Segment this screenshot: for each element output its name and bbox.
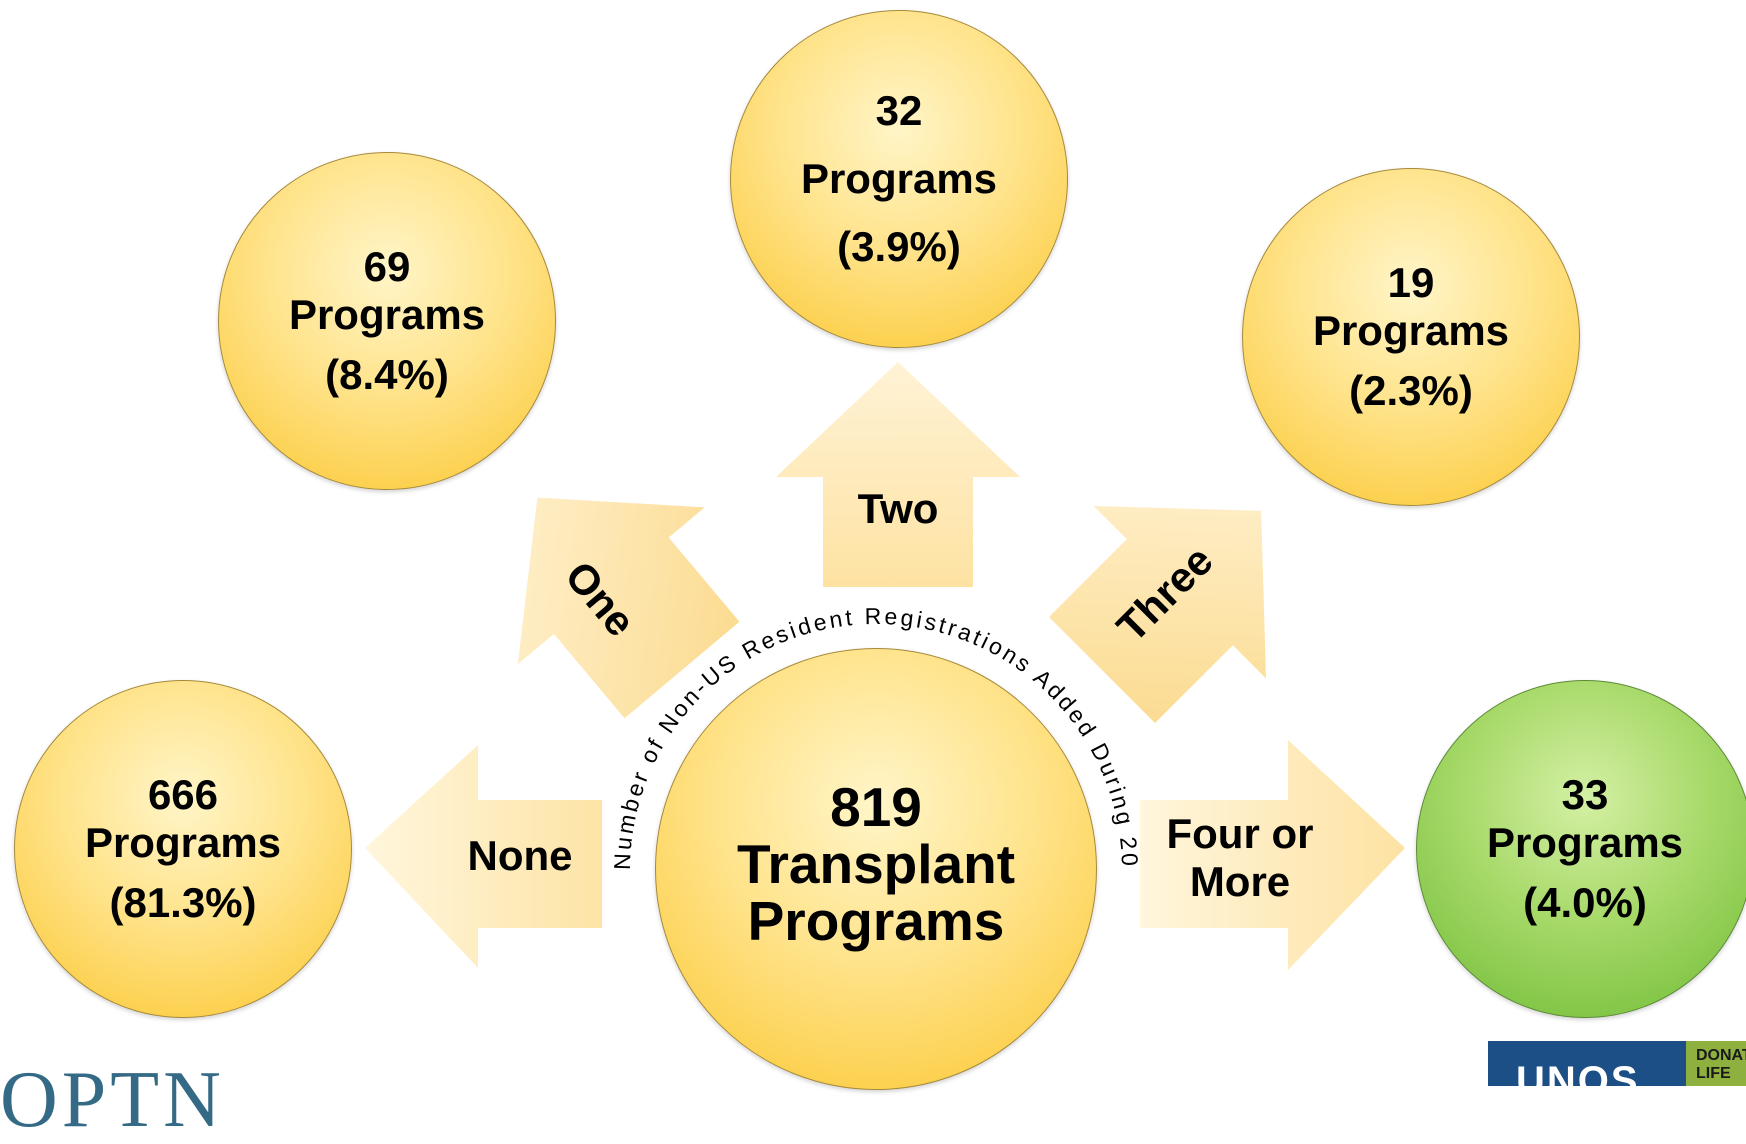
node-one-unit: Programs (288, 291, 486, 338)
node-two-pct: (3.9%) (837, 223, 961, 270)
optn-logo: OPTN (0, 1056, 225, 1144)
node-three-count: 19 (1387, 259, 1435, 306)
node-four-count: 33 (1561, 771, 1609, 818)
node-two: 32 Programs (3.9%) (730, 10, 1068, 348)
center-line1: Transplant (736, 833, 1016, 895)
donate-life-badge: DONATE LIFE (1686, 1041, 1746, 1086)
unos-logo: UNOS DONATE LIFE (1488, 1041, 1746, 1086)
arrow-label-four-line2: More (1189, 858, 1291, 905)
node-none-count: 666 (147, 771, 219, 818)
node-none-unit: Programs (84, 819, 282, 866)
center-node: 819 Transplant Programs (655, 648, 1097, 1090)
node-four-or-more: 33 Programs (4.0%) (1416, 680, 1746, 1018)
arrow-four-or-more (1140, 740, 1405, 970)
node-three: 19 Programs (2.3%) (1242, 168, 1580, 506)
node-three-unit: Programs (1312, 307, 1510, 354)
node-four-unit: Programs (1486, 819, 1684, 866)
node-one-count: 69 (363, 243, 411, 290)
node-none-pct: (81.3%) (109, 879, 257, 926)
node-one: 69 Programs (8.4%) (218, 152, 556, 490)
node-four-pct: (4.0%) (1523, 879, 1647, 926)
unos-logo-text: UNOS (1516, 1059, 1640, 1086)
node-two-unit: Programs (800, 155, 998, 202)
arrows-layer (365, 362, 1405, 970)
arrow-label-four-or-more: Four or More (1140, 810, 1340, 906)
arrow-none (365, 745, 602, 968)
center-line2: Programs (747, 890, 1005, 952)
node-none: 666 Programs (81.3%) (14, 680, 352, 1018)
arrow-label-two: Two (857, 485, 939, 532)
center-count: 819 (830, 776, 922, 838)
arrow-label-four-line1: Four or (1166, 810, 1314, 857)
node-one-pct: (8.4%) (325, 351, 449, 398)
node-two-count: 32 (875, 87, 923, 134)
node-three-pct: (2.3%) (1349, 367, 1473, 414)
arrow-two (776, 362, 1020, 587)
arrow-label-none: None (467, 832, 573, 879)
